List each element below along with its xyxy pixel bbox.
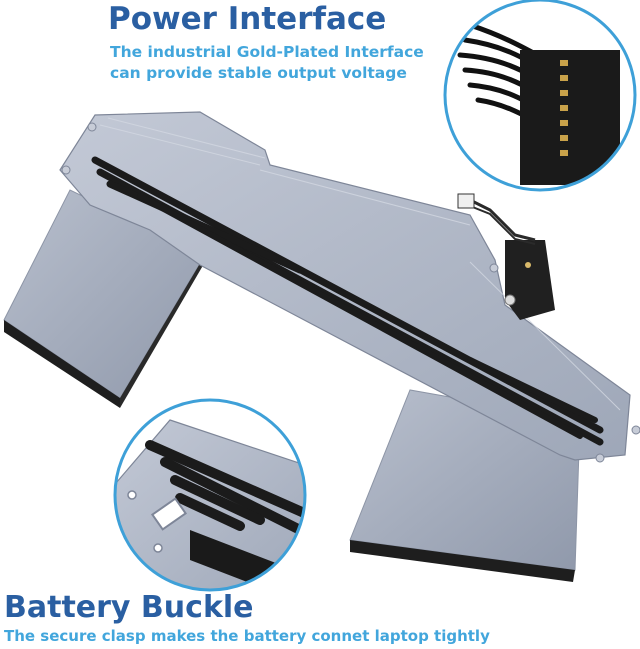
power-interface-description: The industrial Gold-Plated Interface can… xyxy=(110,42,450,84)
battery-buckle-zoom xyxy=(113,398,307,592)
battery-buckle-title: Battery Buckle xyxy=(4,590,254,625)
power-interface-title: Power Interface xyxy=(108,1,387,37)
power-interface-description-line-2: can provide stable output voltage xyxy=(110,64,407,82)
connector-board xyxy=(457,193,555,320)
power-interface-zoom xyxy=(443,0,637,192)
power-interface-description-line-1: The industrial Gold-Plated Interface xyxy=(110,43,424,61)
mounting-tabs xyxy=(61,122,640,463)
battery-buckle-description: The secure clasp makes the battery conne… xyxy=(4,627,490,645)
black-tape-stripes xyxy=(91,156,604,446)
left-battery-cell xyxy=(3,189,206,408)
